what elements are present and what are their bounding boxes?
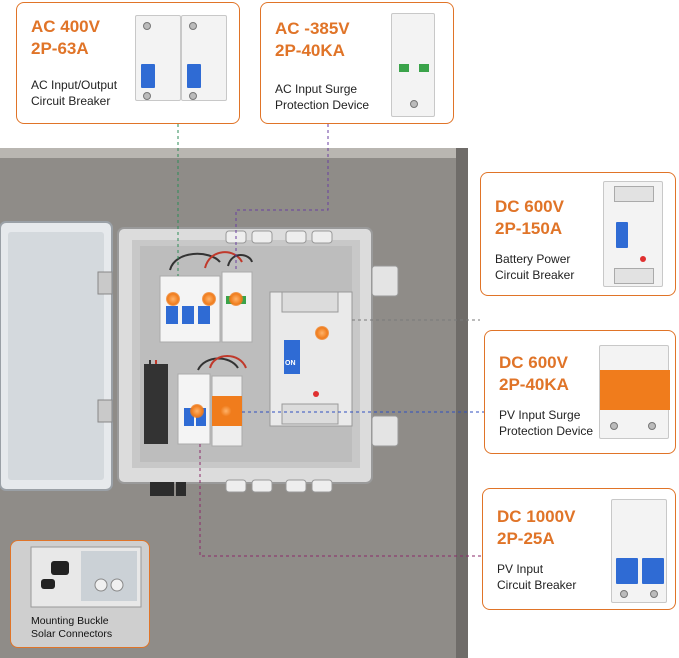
battery-breaker-voltage: DC 600V	[495, 197, 564, 216]
pv-breaker-rating: 2P-25A	[497, 529, 555, 548]
mounting-detail-illustration	[30, 546, 142, 608]
ac-breaker-voltage: AC 400V	[31, 17, 100, 36]
pv-breaker-voltage: DC 1000V	[497, 507, 576, 526]
battery-mccb-in-box	[269, 291, 353, 427]
pv-spd-product-image	[599, 345, 670, 439]
battery-breaker-product-image	[603, 181, 663, 287]
ac-breaker-in-box	[159, 275, 221, 343]
wall-side-edge	[456, 148, 468, 658]
inset-label-line1: Mounting Buckle	[31, 615, 109, 627]
ac-breaker-desc-line1: AC Input/Output	[31, 78, 118, 92]
inset-label-line2: Solar Connectors	[31, 628, 113, 640]
ac-spd-product-image	[391, 13, 435, 117]
ac-breaker-product-image	[181, 15, 227, 101]
pv-spd-desc-line2: Protection Device	[499, 424, 594, 438]
mounting-detail-inset: Mounting Buckle Solar Connectors	[10, 540, 150, 648]
ac-spd-rating: 2P-40KA	[275, 41, 345, 60]
ac-spd-glow-marker	[229, 292, 243, 306]
ac-breaker-glow-marker	[166, 292, 180, 306]
pv-breaker-product-image	[611, 499, 667, 603]
battery-breaker-rating: 2P-150A	[495, 219, 563, 238]
enclosure	[117, 227, 399, 496]
ac-spd-in-box	[221, 271, 253, 343]
open-door	[0, 221, 113, 491]
leader-lines	[177, 124, 486, 557]
battery-breaker-callout: DC 600V 2P-150A Battery Power Circuit Br…	[480, 172, 676, 296]
pv-breaker-desc-line1: PV Input	[497, 562, 544, 576]
ac-breaker-callout: AC 400V 2P-63A AC Input/Output Circuit B…	[16, 2, 240, 124]
ac-breaker-rating: 2P-63A	[31, 39, 89, 58]
pv-spd-voltage: DC 600V	[499, 353, 568, 372]
terminal-block	[144, 364, 168, 444]
ac-breaker-glow-marker	[202, 292, 216, 306]
pv-spd-rating: 2P-40KA	[499, 375, 569, 394]
ac-spd-callout: AC -385V 2P-40KA AC Input Surge Protecti…	[260, 2, 454, 124]
battery-breaker-desc-line1: Battery Power	[495, 252, 571, 266]
ac-breaker-desc-line2: Circuit Breaker	[31, 94, 111, 108]
pv-spd-desc-line1: PV Input Surge	[499, 408, 581, 422]
ac-spd-desc-line2: Protection Device	[275, 98, 370, 112]
ac-breaker-product-image	[135, 15, 181, 101]
pv-breaker-glow-marker	[190, 404, 204, 418]
pv-breaker-desc-line2: Circuit Breaker	[497, 578, 577, 592]
ac-spd-desc-line1: AC Input Surge	[275, 82, 358, 96]
pv-breaker-callout: DC 1000V 2P-25A PV Input Circuit Breaker	[482, 488, 676, 610]
battery-breaker-desc-line2: Circuit Breaker	[495, 268, 575, 282]
pv-spd-callout: DC 600V 2P-40KA PV Input Surge Protectio…	[484, 330, 676, 454]
on-indicator-text: ON	[285, 360, 296, 367]
pv-spd-glow-marker	[219, 404, 233, 418]
wall-top-edge	[0, 148, 468, 160]
ac-spd-voltage: AC -385V	[275, 19, 350, 38]
battery-breaker-glow-marker	[315, 326, 329, 340]
